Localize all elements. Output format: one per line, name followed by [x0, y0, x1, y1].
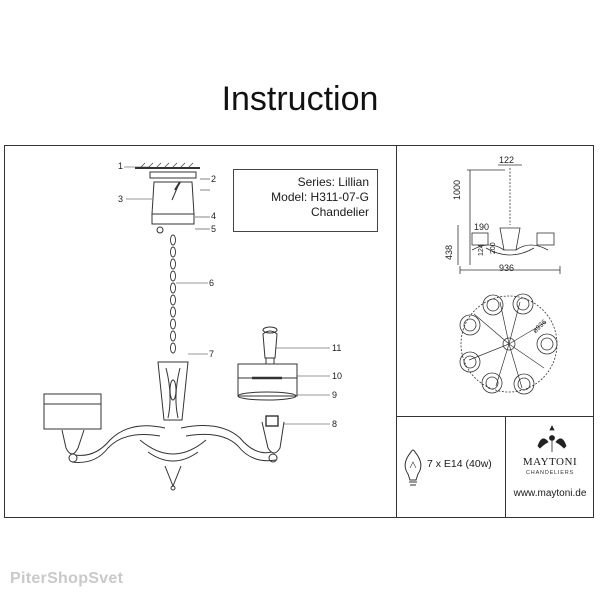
type-label: Chandelier: [310, 205, 369, 219]
frame-divider-horizontal: [396, 416, 594, 418]
callout-11: 11: [332, 343, 342, 353]
callout-9: 9: [332, 390, 338, 400]
callout-5: 5: [211, 224, 217, 234]
callout-10: 10: [332, 371, 343, 381]
callout-1: 1: [118, 161, 124, 171]
frame-divider-vertical: [396, 145, 398, 518]
dim-canopy: 122: [499, 155, 515, 165]
brand-subtitle: CHANDELIERS: [526, 470, 574, 476]
product-info-box: Series: Lillian Model: H311-07-G Chandel…: [233, 169, 378, 232]
page-title: Instruction: [221, 80, 379, 118]
callout-7: 7: [209, 349, 215, 359]
series-label: Series: Lillian: [297, 175, 369, 189]
dim-shade-width: 190: [474, 222, 490, 232]
callout-6: 6: [209, 278, 215, 288]
dim-total-width: 936: [499, 263, 515, 273]
frame-divider-footer: [505, 416, 507, 518]
callout-4: 4: [211, 211, 217, 221]
callout-3: 3: [118, 194, 124, 204]
watermark: PiterShopSvet: [10, 570, 124, 587]
brand-url: www.maytoni.de: [513, 488, 587, 499]
callout-2: 2: [211, 174, 217, 184]
model-label: Model: H311-07-G: [271, 190, 369, 204]
lamp-spec: 7 x E14 (40w): [427, 458, 492, 470]
diagram-frame: [4, 145, 594, 518]
callout-8: 8: [332, 419, 338, 429]
brand-name: MAYTONI: [522, 456, 578, 468]
